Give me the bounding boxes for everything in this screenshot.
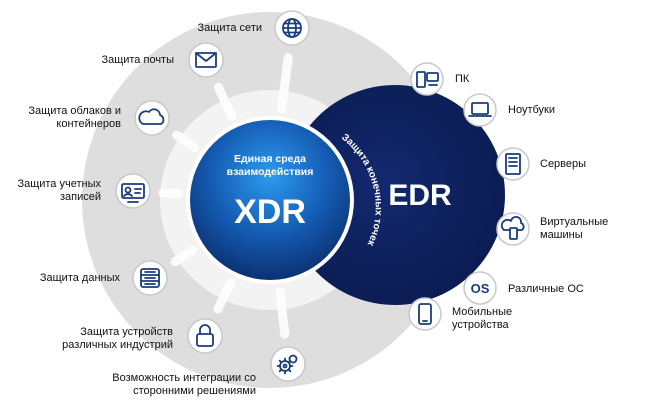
edr-circle bbox=[285, 85, 505, 305]
id-card-icon-badge bbox=[115, 173, 151, 209]
right-item-label: Различные ОС bbox=[508, 283, 584, 295]
xdr-subtitle-line1: Единая среда bbox=[234, 153, 306, 165]
virtual-machine-icon-badge bbox=[496, 212, 530, 246]
left-item-label: Защита облаков и контейнеров bbox=[28, 105, 121, 130]
os-badge-text: OS bbox=[471, 281, 490, 296]
edr-title: EDR bbox=[388, 179, 452, 212]
left-item-label: Защита устройств различных индустрий bbox=[62, 326, 173, 351]
os-icon-badge: OS bbox=[463, 271, 497, 305]
xdr-title: XDR bbox=[234, 193, 306, 231]
left-item-label: Возможность интеграции со сторонними реш… bbox=[112, 372, 256, 397]
laptop-icon-badge bbox=[463, 93, 497, 127]
connector-ray bbox=[277, 53, 293, 114]
connector-ray bbox=[213, 278, 235, 314]
left-item-label: Защита сети bbox=[197, 22, 262, 34]
lock-icon-badge bbox=[187, 318, 223, 354]
left-item-label: Защита данных bbox=[39, 272, 120, 284]
server-icon-badge bbox=[496, 147, 530, 181]
right-item-label: ПК bbox=[455, 73, 470, 85]
mobile-icon-badge bbox=[408, 297, 442, 331]
left-item-label: Защита почты bbox=[101, 54, 174, 66]
xdr-circle bbox=[190, 120, 350, 280]
connector-ray bbox=[170, 245, 198, 267]
mail-icon-badge bbox=[188, 42, 224, 78]
right-item-label: Ноутбуки bbox=[508, 104, 555, 116]
connector-ray bbox=[172, 130, 199, 152]
cloud-icon-badge bbox=[134, 100, 170, 136]
connector-ray bbox=[275, 286, 290, 339]
database-icon-badge bbox=[132, 260, 168, 296]
right-item-label: Серверы bbox=[540, 158, 587, 170]
gears-icon-badge bbox=[270, 346, 306, 382]
right-item-label: Виртуальные машины bbox=[540, 216, 609, 241]
xdr-subtitle-line2: взаимодействия bbox=[227, 166, 314, 178]
connector-ray bbox=[213, 82, 237, 121]
right-item-label: Мобильные устройства bbox=[452, 306, 513, 331]
connector-ray bbox=[158, 188, 183, 199]
pc-icon-badge bbox=[410, 62, 444, 96]
globe-icon-badge bbox=[274, 10, 310, 46]
left-item-label: Защита учетных записей bbox=[17, 178, 101, 203]
